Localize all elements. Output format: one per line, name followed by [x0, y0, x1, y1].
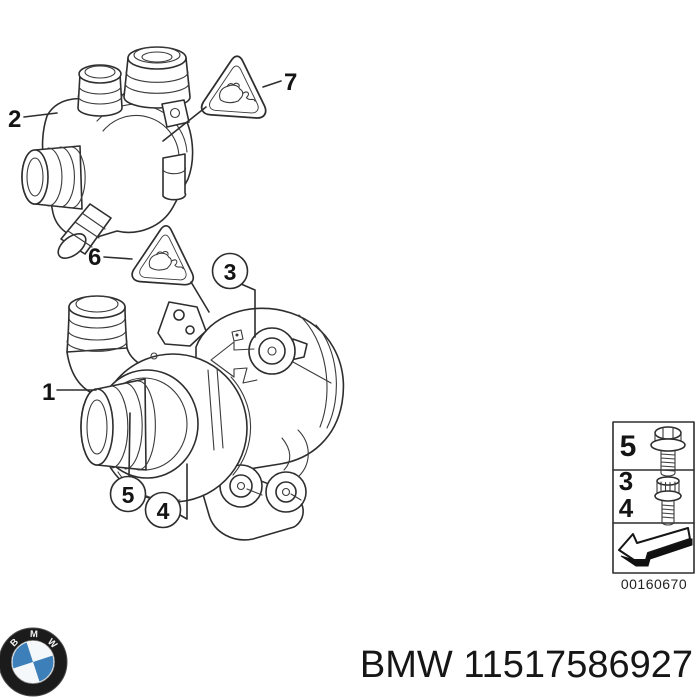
callout-6: 6 — [88, 244, 101, 271]
footer-title: BMW 11517586927 — [360, 644, 693, 686]
callout-7: 7 — [284, 69, 297, 96]
callout-circle-3 — [211, 252, 249, 290]
warning-triangle-icon-7 — [200, 53, 271, 120]
callout-circle-5 — [109, 475, 147, 513]
hex-bolt-icon — [650, 426, 686, 477]
thermostat-housing-drawing — [21, 46, 194, 259]
callout-circle-4 — [144, 491, 182, 529]
bmw-roundel-quadrants — [12, 641, 54, 683]
torx-bolt-icon — [654, 476, 682, 526]
legend-label-5: 5 — [620, 430, 637, 463]
direction-arrow-icon — [618, 527, 693, 567]
callout-1: 1 — [42, 379, 55, 406]
callout-3: 3 — [224, 259, 237, 285]
bmw-logo: B M W — [0, 627, 68, 697]
water-pump-drawing — [66, 295, 345, 541]
callout-2: 2 — [8, 106, 21, 133]
callout-4: 4 — [157, 498, 170, 524]
callouts: 2 7 6 1 3 5 4 — [8, 69, 297, 529]
logo-letter-m: M — [30, 629, 38, 640]
legend-label-3: 3 — [619, 466, 633, 496]
part-code: 00160670 — [621, 576, 687, 592]
legend-label-4: 4 — [619, 493, 634, 523]
legend-box: 5 3 4 00160670 — [612, 421, 695, 592]
callout-5: 5 — [122, 482, 135, 508]
warning-triangle-icon-6 — [130, 222, 198, 287]
